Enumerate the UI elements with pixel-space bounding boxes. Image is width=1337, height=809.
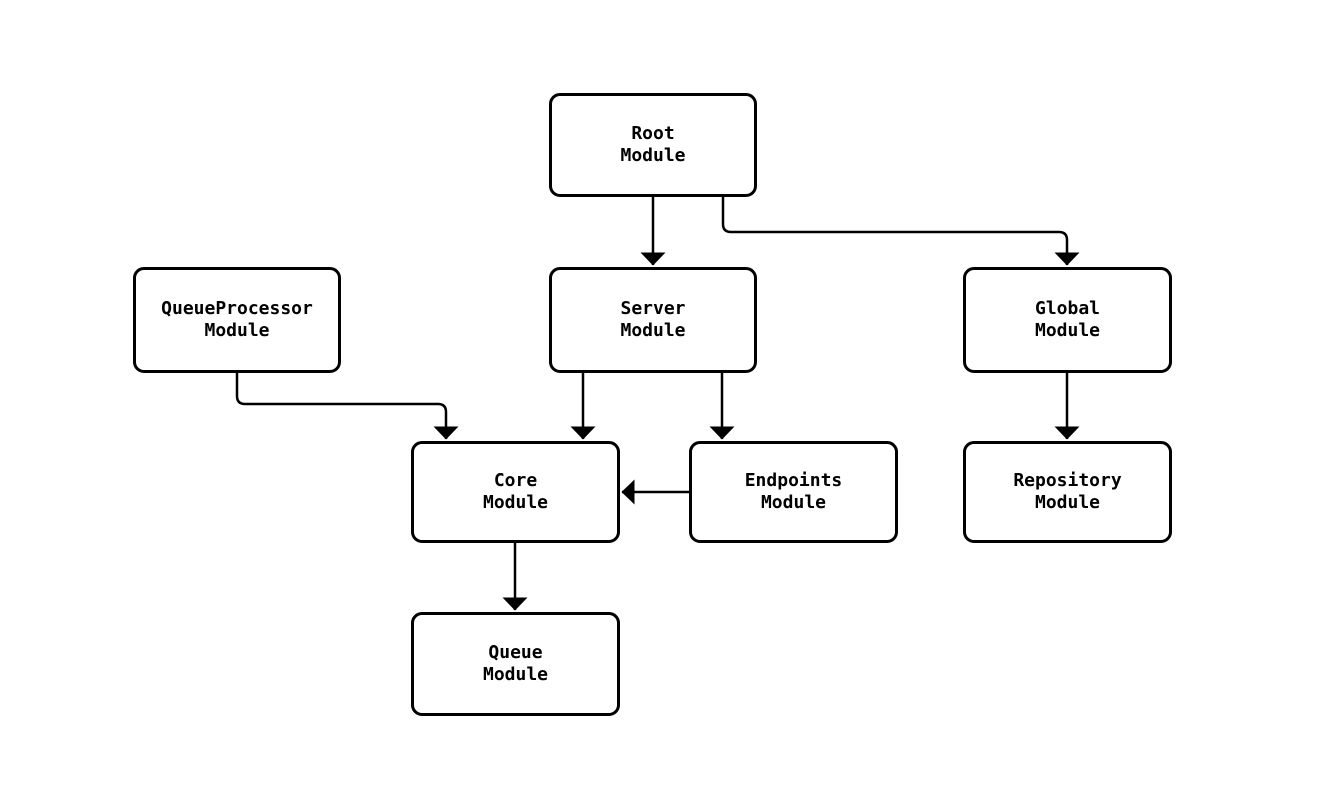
node-endpoints-module: Endpoints Module bbox=[689, 441, 898, 543]
node-queueprocessor-module: QueueProcessor Module bbox=[133, 267, 341, 373]
node-queueprocessor-module-label: QueueProcessor Module bbox=[161, 298, 313, 341]
node-repository-module: Repository Module bbox=[963, 441, 1172, 543]
node-root-module: Root Module bbox=[549, 93, 757, 197]
node-server-module-label: Server Module bbox=[620, 298, 686, 341]
node-queue-module: Queue Module bbox=[411, 612, 620, 716]
edge-queueprocessor-to-core bbox=[235, 373, 459, 440]
node-endpoints-module-label: Endpoints Module bbox=[744, 470, 843, 513]
node-global-module-label: Global Module bbox=[1034, 298, 1101, 341]
node-core-module-label: Core Module bbox=[482, 470, 549, 513]
node-queue-module-label: Queue Module bbox=[482, 642, 549, 685]
node-server-module: Server Module bbox=[549, 267, 757, 373]
node-core-module: Core Module bbox=[411, 441, 620, 543]
node-repository-module-label: Repository Module bbox=[1013, 470, 1122, 513]
node-global-module: Global Module bbox=[963, 267, 1172, 373]
node-root-module-label: Root Module bbox=[620, 123, 686, 166]
edge-root-to-global bbox=[721, 197, 1080, 266]
